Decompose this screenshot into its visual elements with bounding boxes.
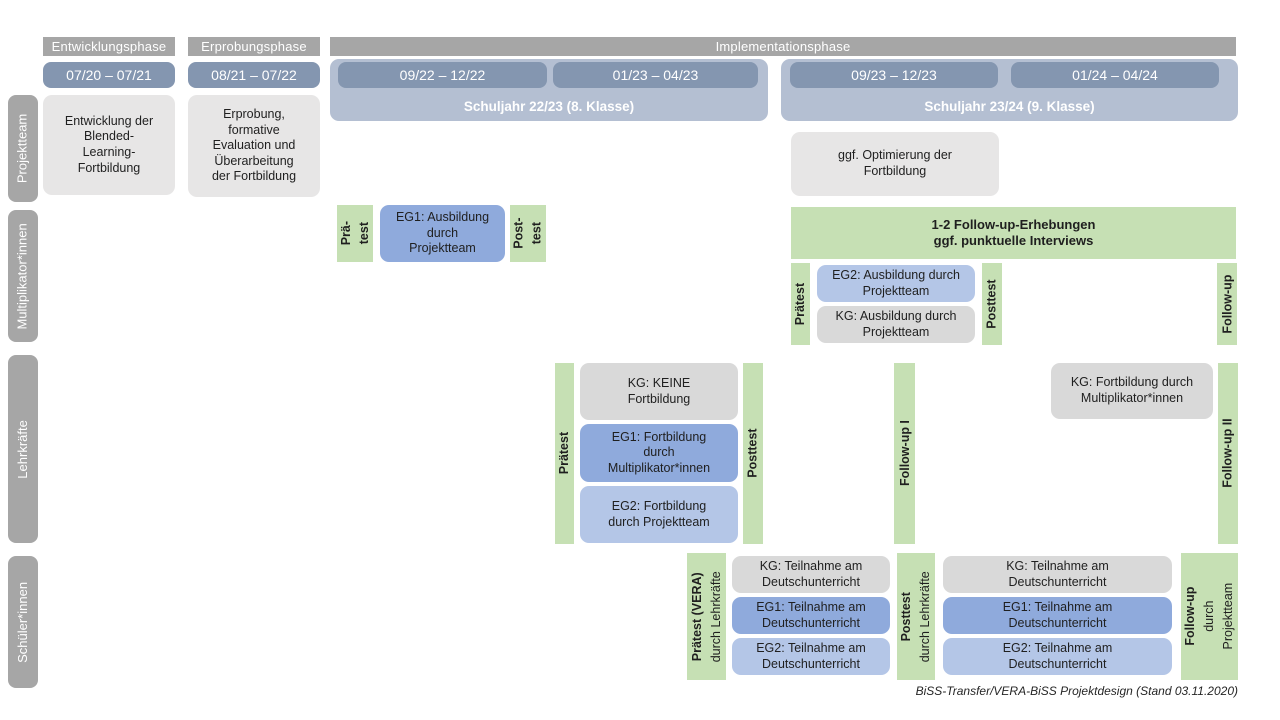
entwicklung-fortbildung-text: Entwicklung der Blended- Learning- Fortb… [64, 113, 154, 175]
mult-praetest-bar: Prä- test [337, 205, 373, 262]
row-label-schueler: Schüler*innen [8, 556, 38, 688]
schueler-eg1-teilnahme-text-1: EG1: Teilnahme am Deutschunterricht [756, 599, 866, 630]
date-label: 09/23 – 12/23 [851, 67, 937, 83]
schueler-eg2-teilnahme-box-1: EG2: Teilnahme am Deutschunterricht [732, 638, 890, 675]
schuljahr-23-24-container: 09/23 – 12/23 01/24 – 04/24 Schuljahr 23… [781, 59, 1238, 121]
schueler-followup-sub2: Projektteam [1220, 583, 1235, 650]
phase-entwicklung-header: Entwicklungsphase [43, 37, 175, 56]
mult-posttest2-label: Posttest [984, 279, 999, 329]
schueler-kg-teilnahme-box-1: KG: Teilnahme am Deutschunterricht [732, 556, 890, 593]
mult-followup-bar: Follow-up [1217, 263, 1237, 345]
mult-eg1-ausbildung-text: EG1: Ausbildung durch Projektteam [395, 210, 490, 256]
date-bar-0720-0721: 07/20 – 07/21 [43, 62, 175, 88]
schueler-eg2-teilnahme-text-1: EG2: Teilnahme am Deutschunterricht [756, 640, 866, 671]
lehr-eg1-fortbildung-box: EG1: Fortbildung durch Multiplikator*inn… [580, 424, 738, 482]
erprobung-evaluation-box: Erprobung, formative Evaluation und Über… [188, 95, 320, 197]
lehr-followup2-bar: Follow-up II [1218, 363, 1238, 544]
entwicklung-fortbildung-box: Entwicklung der Blended- Learning- Fortb… [43, 95, 175, 195]
schueler-posttest-sub: durch Lehrkräfte [918, 570, 932, 663]
optimierung-fortbildung-text: ggf. Optimierung der Fortbildung [838, 148, 952, 178]
schueler-eg1-teilnahme-box-1: EG1: Teilnahme am Deutschunterricht [732, 597, 890, 634]
phase-erprobung-label: Erprobungsphase [201, 39, 307, 54]
mult-praetest2-label: Prätest [793, 282, 808, 326]
date-bar-0123-0423: 01/23 – 04/23 [553, 62, 758, 88]
phase-implementation-label: Implementationsphase [715, 39, 851, 54]
row-label-text: Lehrkräfte [14, 419, 30, 479]
schuljahr-22-23-container: 09/22 – 12/22 01/23 – 04/23 Schuljahr 22… [330, 59, 768, 121]
lehr-kg-fortbildung-mult-text: KG: Fortbildung durch Multiplikator*inne… [1070, 375, 1194, 405]
schueler-eg1-teilnahme-box-2: EG1: Teilnahme am Deutschunterricht [943, 597, 1172, 634]
schueler-eg2-teilnahme-text-2: EG2: Teilnahme am Deutschunterricht [1002, 640, 1113, 671]
mult-eg2-ausbildung-text: EG2: Ausbildung durch Projektteam [832, 267, 960, 298]
schueler-praetest-vera-main: Prätest (VERA) [689, 572, 704, 661]
schueler-eg2-teilnahme-box-2: EG2: Teilnahme am Deutschunterricht [943, 638, 1172, 675]
schueler-followup-sub1: durch [1202, 600, 1217, 633]
mult-praetest-label: Prä- test [338, 221, 371, 246]
mult-posttest2-bar: Posttest [982, 263, 1002, 345]
date-label: 07/20 – 07/21 [66, 67, 152, 83]
mult-posttest-bar: Post- test [510, 205, 546, 262]
lehr-kg-keine-fortbildung-box: KG: KEINE Fortbildung [580, 363, 738, 420]
lehr-kg-keine-fortbildung-text: KG: KEINE Fortbildung [627, 375, 691, 406]
mult-followup-label: Follow-up [1219, 274, 1234, 334]
schueler-posttest-labelgroup: Posttest durch Lehrkräfte [897, 571, 935, 662]
row-label-lehrkraefte: Lehrkräfte [8, 355, 38, 543]
lehr-eg2-fortbildung-box: EG2: Fortbildung durch Projektteam [580, 486, 738, 543]
row-label-projektteam: Projektteam [8, 95, 38, 202]
mult-kg-ausbildung-box: KG: Ausbildung durch Projektteam [817, 306, 975, 343]
date-label: 09/22 – 12/22 [399, 67, 486, 83]
row-label-text: Multiplikator*innen [14, 222, 30, 330]
schueler-posttest-main: Posttest [899, 591, 914, 642]
lehr-followup1-bar: Follow-up I [894, 363, 915, 544]
mult-eg2-ausbildung-box: EG2: Ausbildung durch Projektteam [817, 265, 975, 302]
mult-posttest-label: Post- test [511, 217, 544, 250]
lehr-eg2-fortbildung-text: EG2: Fortbildung durch Projektteam [608, 498, 710, 529]
date-bar-0124-0424: 01/24 – 04/24 [1011, 62, 1219, 88]
schueler-praetest-vera-labelgroup: Prätest (VERA) durch Lehrkräfte [688, 571, 726, 662]
mult-praetest2-bar: Prätest [791, 263, 810, 345]
schueler-followup-bar: Follow-up durch Projektteam [1181, 553, 1238, 680]
schueler-kg-teilnahme-text-1: KG: Teilnahme am Deutschunterricht [759, 558, 863, 589]
schueler-followup-main: Follow-up [1183, 586, 1198, 647]
schueler-posttest-bar: Posttest durch Lehrkräfte [897, 553, 935, 680]
row-label-text: Projektteam [14, 113, 30, 184]
schueler-eg1-teilnahme-text-2: EG1: Teilnahme am Deutschunterricht [1002, 599, 1113, 630]
mult-eg1-ausbildung-box: EG1: Ausbildung durch Projektteam [380, 205, 505, 262]
phase-implementation-header: Implementationsphase [330, 37, 1236, 56]
followup-erhebungen-box: 1-2 Follow-up-Erhebungen ggf. punktuelle… [791, 207, 1236, 259]
schueler-praetest-vera-bar: Prätest (VERA) durch Lehrkräfte [687, 553, 726, 680]
lehr-followup1-label: Follow-up I [897, 420, 912, 487]
footer-caption: BiSS-Transfer/VERA-BiSS Projektdesign (S… [915, 684, 1238, 698]
lehr-followup2-label: Follow-up II [1220, 418, 1235, 489]
schueler-praetest-vera-sub: durch Lehrkräfte [708, 570, 723, 663]
schueler-kg-teilnahme-box-2: KG: Teilnahme am Deutschunterricht [943, 556, 1172, 593]
phase-entwicklung-label: Entwicklungsphase [51, 39, 167, 54]
lehr-posttest-bar: Posttest [743, 363, 763, 544]
lehr-praetest-bar: Prätest [555, 363, 574, 544]
date-label: 08/21 – 07/22 [211, 67, 297, 83]
schueler-kg-teilnahme-text-2: KG: Teilnahme am Deutschunterricht [1006, 558, 1109, 589]
date-bar-0922-1222: 09/22 – 12/22 [338, 62, 547, 88]
mult-kg-ausbildung-text: KG: Ausbildung durch Projektteam [835, 308, 957, 339]
date-label: 01/24 – 04/24 [1072, 67, 1158, 83]
erprobung-evaluation-text: Erprobung, formative Evaluation und Über… [211, 106, 297, 184]
phase-erprobung-header: Erprobungsphase [188, 37, 320, 56]
schuljahr-22-23-label: Schuljahr 22/23 (8. Klasse) [463, 99, 635, 114]
lehr-posttest-label: Posttest [745, 428, 760, 479]
date-label: 01/23 – 04/23 [612, 67, 699, 83]
row-label-multiplikatoren: Multiplikator*innen [8, 210, 38, 342]
schueler-followup-labelgroup: Follow-up durch Projektteam [1181, 583, 1237, 650]
lehr-kg-fortbildung-mult-box: KG: Fortbildung durch Multiplikator*inne… [1051, 363, 1213, 419]
lehr-praetest-label: Prätest [557, 432, 572, 475]
date-bar-0923-1223: 09/23 – 12/23 [790, 62, 998, 88]
row-label-text: Schüler*innen [14, 581, 30, 663]
followup-erhebungen-text: 1-2 Follow-up-Erhebungen ggf. punktuelle… [931, 216, 1096, 248]
date-bar-0821-0722: 08/21 – 07/22 [188, 62, 320, 88]
optimierung-fortbildung-box: ggf. Optimierung der Fortbildung [791, 132, 999, 196]
schuljahr-23-24-label: Schuljahr 23/24 (9. Klasse) [924, 99, 1095, 114]
lehr-eg1-fortbildung-text: EG1: Fortbildung durch Multiplikator*inn… [607, 429, 711, 475]
